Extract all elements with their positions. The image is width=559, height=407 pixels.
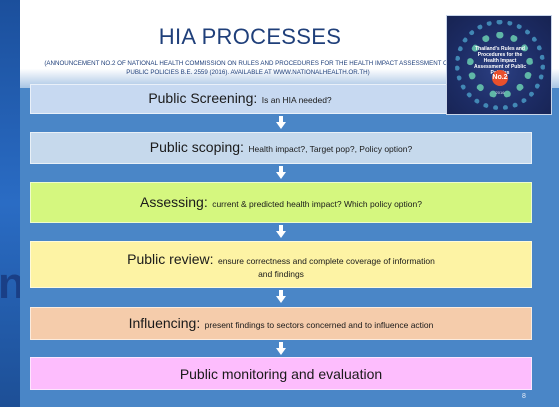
- step-name: Public review:: [127, 250, 214, 267]
- down-arrow-icon: [276, 342, 286, 356]
- step-detail: present findings to sectors concerned an…: [204, 319, 434, 330]
- down-arrow-icon: [276, 166, 286, 180]
- slide: HIA PROCESSES (ANNOUNCEMENT NO.2 OF NATI…: [20, 0, 559, 407]
- slide-subtitle: (ANNOUNCEMENT NO.2 OF NATIONAL HEALTH CO…: [44, 60, 452, 76]
- down-arrow-icon: [276, 116, 286, 130]
- step-public-monitoring: Public monitoring and evaluation: [30, 357, 532, 390]
- step-influencing: Influencing: present findings to sectors…: [30, 307, 532, 340]
- step-assessing: Assessing: current & predicted health im…: [30, 182, 532, 223]
- slide-title: HIA PROCESSES: [158, 24, 342, 49]
- cover-decorative-ring: [467, 32, 533, 98]
- step-name: Public scoping:: [149, 139, 244, 155]
- cover-badge: No.2: [492, 70, 508, 86]
- cover-year: 2016: [495, 90, 505, 95]
- step-detail: current & predicted health impact? Which…: [212, 198, 422, 209]
- report-cover-image: Thailand's Rules and Procedures for the …: [446, 15, 552, 115]
- step-name: Influencing:: [128, 314, 201, 331]
- page-number: 8: [522, 393, 526, 400]
- step-name: Public monitoring and evaluation: [179, 365, 383, 382]
- step-public-screening: Public Screening: Is an HIA needed?: [30, 84, 450, 114]
- step-name: Public Screening:: [148, 90, 258, 106]
- step-detail: Health impact?, Target pop?, Policy opti…: [248, 144, 413, 154]
- step-name: Assessing:: [140, 193, 208, 210]
- down-arrow-icon: [276, 225, 286, 239]
- cover-decorative-ring: [455, 20, 545, 110]
- step-public-review: Public review: ensure correctness and co…: [30, 241, 532, 288]
- down-arrow-icon: [276, 290, 286, 304]
- left-background-band: [0, 0, 20, 407]
- step-detail: ensure correctness and complete coverage…: [217, 255, 435, 266]
- step-detail: Is an HIA needed?: [261, 95, 332, 105]
- step-detail-continued: and findings: [258, 268, 304, 279]
- step-public-scoping: Public scoping: Health impact?, Target p…: [30, 132, 532, 164]
